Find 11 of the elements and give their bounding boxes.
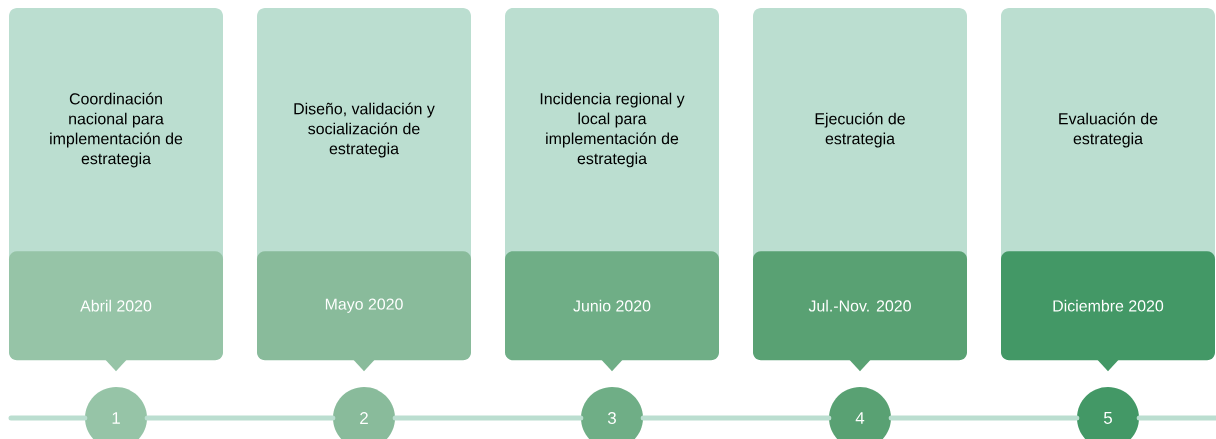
date-callout: Jul.-Nov. 2020 <box>753 251 967 372</box>
timeline-line <box>640 415 832 421</box>
date-callout: Junio 2020 <box>505 251 719 372</box>
date-callout: Mayo 2020 <box>257 251 471 372</box>
date-callout: Abril 2020 <box>9 251 223 372</box>
timeline-line <box>1136 415 1216 421</box>
timeline-line <box>8 415 88 421</box>
timeline-line <box>144 415 336 421</box>
timeline-line <box>392 415 584 421</box>
timeline-line <box>888 415 1080 421</box>
date-callout: Diciembre 2020 <box>1001 251 1215 372</box>
